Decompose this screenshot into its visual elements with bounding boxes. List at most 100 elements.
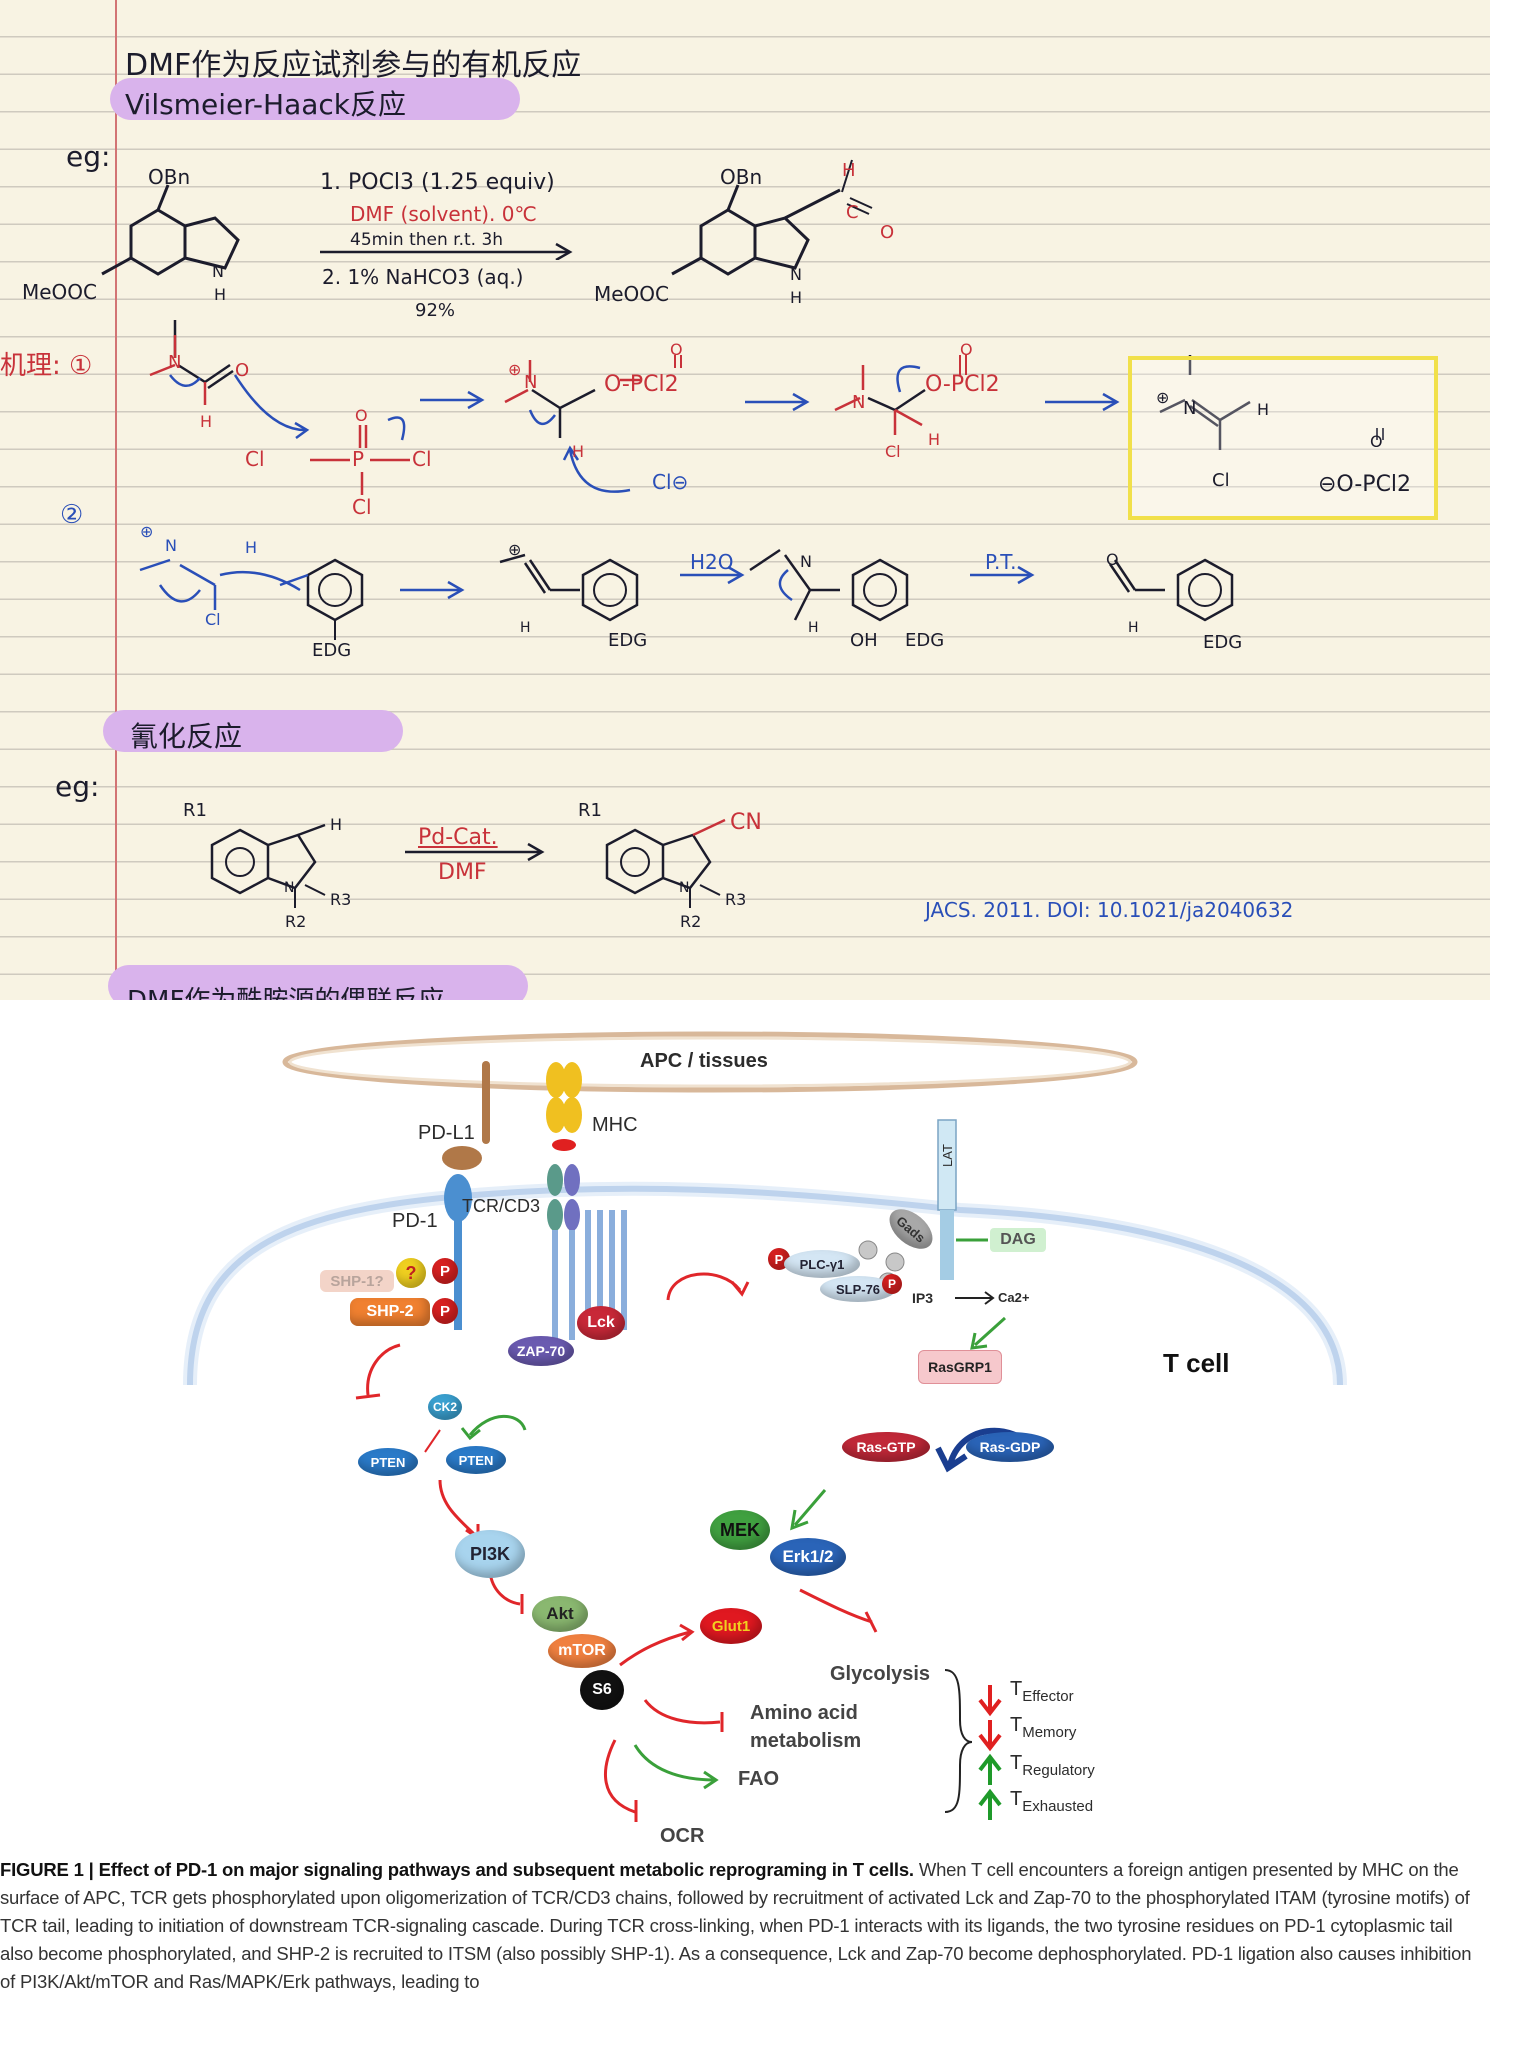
eg-label: eg:	[66, 140, 111, 173]
cyan-n-right: N	[679, 880, 690, 896]
row2-n: N	[165, 536, 177, 555]
product-cho-c: C	[846, 202, 859, 223]
vh-highlight	[110, 78, 520, 120]
mech-int2-n: N	[852, 392, 866, 413]
row2-o: O	[1106, 550, 1119, 569]
vh-section-title: Vilsmeier-Haack反应	[125, 88, 406, 121]
mech-iminium-cl: Cl	[1212, 470, 1230, 491]
row2-n-3: N	[800, 552, 812, 571]
mech-int1-o: O	[670, 340, 683, 359]
row2-edg-2: EDG	[608, 630, 648, 651]
cyanation-highlight	[103, 710, 403, 752]
product-cho-o: O	[880, 222, 895, 243]
t-exhausted: TExhausted	[1010, 1788, 1093, 1815]
caption-title: FIGURE 1 | Effect of PD-1 on major signa…	[0, 1859, 914, 1880]
cyan-r3-right: R3	[725, 890, 747, 909]
glut1-label: Glut1	[711, 1617, 751, 1635]
glycolysis-label: Glycolysis	[830, 1663, 931, 1685]
t-effector-sub: Effector	[1022, 1688, 1074, 1705]
cond-yield: 92%	[415, 300, 456, 321]
mechanism-label: 机理: ①	[0, 351, 93, 381]
cyan-cond-top: Pd-Cat.	[418, 825, 498, 850]
shp1-label: SHP-1?	[330, 1272, 384, 1290]
notes-title: DMF作为反应试剂参与的有机反应	[125, 48, 582, 83]
t-regulatory-sub: Regulatory	[1022, 1762, 1095, 1779]
ck2-node: CK2	[428, 1394, 462, 1420]
slp76-phospho-node: P	[882, 1274, 902, 1294]
row2-plus: ⊕	[140, 522, 154, 541]
t-effector: TEffector	[1010, 1678, 1074, 1705]
phospho-label-1: P	[439, 1262, 450, 1280]
mech-iminium-o-top: O	[1370, 432, 1383, 451]
mech-int1-plus: ⊕	[508, 360, 522, 379]
zap70-label: ZAP-70	[516, 1343, 566, 1359]
mech-int2-opcl2: O-PCl2	[925, 372, 1000, 397]
reaction-arrow-1	[320, 242, 573, 260]
ras-gtp-node: Ras-GTP	[842, 1432, 930, 1462]
mech-pocl3-cl-bottom: Cl	[352, 495, 372, 519]
product-n: N	[790, 265, 802, 284]
ip3-label: IP3	[912, 1290, 934, 1306]
dag-node: DAG	[990, 1228, 1046, 1252]
rasgrp1-label: RasGRP1	[928, 1359, 992, 1375]
zap70-node: ZAP-70	[508, 1336, 574, 1366]
mech-int1-h: H	[572, 442, 585, 461]
mech-pocl3-o: O	[355, 406, 368, 425]
shp1-node: SHP-1?	[320, 1270, 394, 1292]
caption-text: When T cell encounters a foreign antigen…	[0, 1859, 1472, 1992]
cond-line1-text: 1. POCl3 (1.25 equiv)	[320, 170, 555, 195]
cyan-reaction	[210, 818, 726, 908]
ras-gdp-label: Ras-GDP	[979, 1439, 1041, 1455]
mech-pocl3-p: P	[352, 447, 365, 471]
margin-line	[115, 0, 117, 1000]
apc-label: APC / tissues	[640, 1050, 768, 1072]
product-h: H	[790, 288, 803, 307]
mech-iminium-n: N	[1183, 398, 1197, 419]
row2-h: H	[245, 538, 258, 557]
mechanism-row-1	[149, 320, 1384, 495]
cyan-r1-right: R1	[578, 800, 602, 821]
figure-graphics	[183, 1031, 1347, 1822]
question-node: ?	[396, 1258, 426, 1288]
pi3k-node: PI3K	[455, 1530, 525, 1578]
mtor-label: mTOR	[558, 1642, 606, 1659]
ca-label: Ca2+	[998, 1290, 1030, 1305]
indole-product	[671, 159, 873, 276]
reactant-n: N	[212, 262, 224, 281]
aa-label-line1: Amino acid	[750, 1702, 858, 1724]
mechanism-row-2	[139, 548, 1234, 640]
lck-label: Lck	[587, 1314, 615, 1331]
mtor-node: mTOR	[548, 1634, 616, 1668]
question-label: ?	[405, 1262, 417, 1283]
pdl1-label: PD-L1	[418, 1122, 475, 1144]
mech-int1-n: N	[524, 372, 538, 393]
s6-node: S6	[580, 1670, 624, 1710]
pten-label-right: PTEN	[458, 1452, 494, 1468]
product-meooc: MeOOC	[594, 282, 670, 306]
row2-edg-4: EDG	[1203, 632, 1243, 653]
figure-caption: FIGURE 1 | Effect of PD-1 on major signa…	[0, 1856, 1490, 2046]
mech-int1-cl-minus: Cl⊖	[652, 470, 689, 494]
fao-label: FAO	[738, 1768, 780, 1790]
pten-node-left: PTEN	[358, 1448, 418, 1476]
cond-line2: DMF (solvent). 0℃	[350, 202, 537, 226]
product-obn: OBn	[720, 165, 763, 189]
pd1-label: PD-1	[392, 1210, 438, 1232]
mech-dmf-o: O	[235, 360, 250, 381]
pten-label-left: PTEN	[370, 1454, 406, 1470]
tcell-label: T cell	[1163, 1348, 1230, 1378]
phospho-node-2: P	[432, 1298, 458, 1324]
row2-h-3: H	[808, 620, 819, 636]
ocr-label: OCR	[660, 1825, 705, 1847]
mech-iminium-h: H	[1257, 400, 1270, 419]
ck2-label: CK2	[432, 1400, 457, 1414]
t-regulatory: TRegulatory	[1010, 1752, 1095, 1779]
cyan-r1-left: R1	[183, 800, 207, 821]
shp2-label: SHP-2	[366, 1303, 414, 1320]
cyanation-title: 氰化反应	[130, 720, 243, 753]
mech-dmf-n: N	[168, 352, 182, 373]
row2-edg-3: EDG	[905, 630, 945, 651]
cyan-r3-left: R3	[330, 890, 352, 909]
product-cho-h: H	[842, 160, 856, 181]
ras-gtp-label: Ras-GTP	[856, 1439, 916, 1455]
